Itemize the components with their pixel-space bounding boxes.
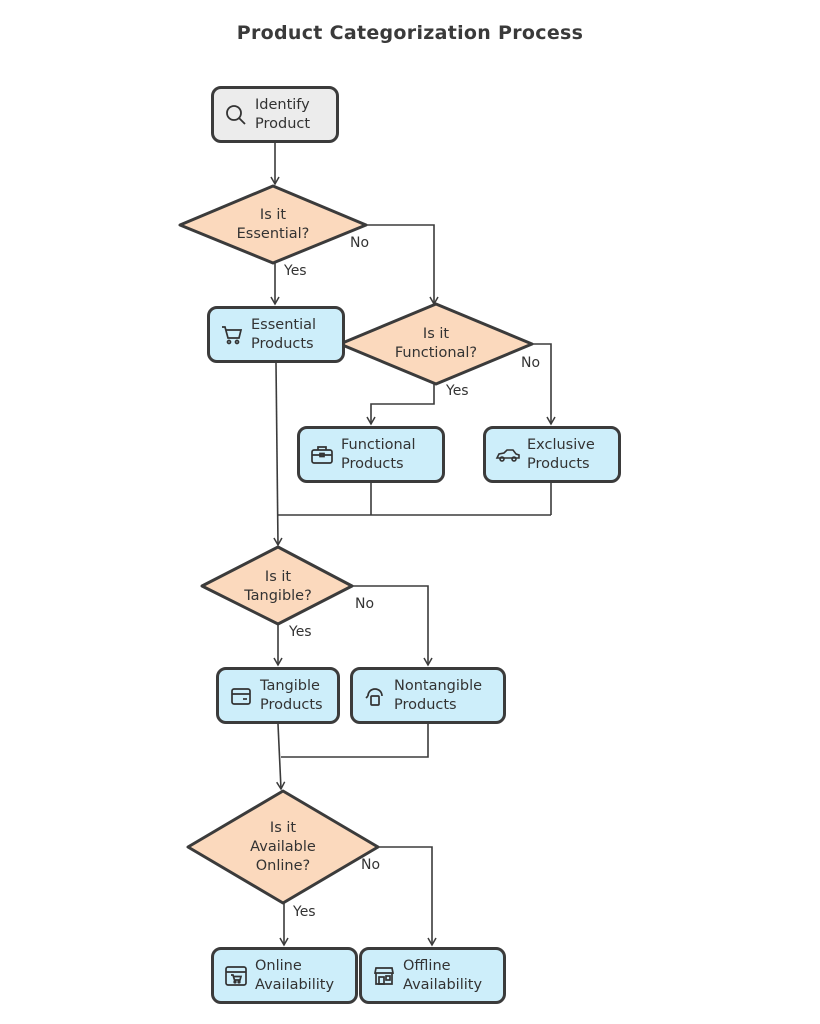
edge-label-essential-no: No <box>350 235 370 251</box>
node-nontangible-products: Nontangible Products <box>350 667 506 724</box>
node-label: Functional Products <box>341 436 416 472</box>
node-identify-product: Identify Product <box>211 86 339 143</box>
edge-label-tangible-no: No <box>355 596 375 612</box>
decision-functional-shape <box>338 302 534 386</box>
node-label: Essential Products <box>251 316 317 352</box>
edge-functional-yes <box>366 384 435 426</box>
node-label: Tangible Products <box>260 677 323 713</box>
node-label: Offline Availability <box>403 957 483 993</box>
edge-essential-products-down <box>273 362 283 547</box>
decision-essential-label: Is it Essential? <box>236 207 310 242</box>
node-label: Exclusive Products <box>527 436 595 472</box>
node-online-availability: Online Availability <box>211 947 358 1004</box>
browser-cart-icon <box>223 963 249 989</box>
edge-label-essential-yes: Yes <box>284 263 307 279</box>
edge-essential-no <box>366 224 439 306</box>
edge-label-online-yes: Yes <box>293 904 316 920</box>
decision-functional-label: Is it Functional? <box>394 326 478 361</box>
decision-tangible-shape <box>200 545 354 626</box>
storefront-icon <box>371 963 397 989</box>
node-exclusive-products: Exclusive Products <box>483 426 621 483</box>
edge-functional-no <box>532 343 556 426</box>
decision-essential-shape <box>178 184 368 265</box>
node-essential-products: Essential Products <box>207 306 345 363</box>
edge-label-tangible-yes: Yes <box>289 624 312 640</box>
edge-label-online-no: No <box>361 857 381 873</box>
decision-online-label: Is it Available Online? <box>250 820 316 874</box>
node-tangible-products: Tangible Products <box>216 667 340 724</box>
edge-tangible-products-down <box>276 723 286 791</box>
search-icon <box>223 102 249 128</box>
cart-icon <box>219 322 245 348</box>
edge-label-functional-no: No <box>521 355 541 371</box>
edge-nontangible-products-down <box>281 724 429 758</box>
briefcase-icon <box>309 442 335 468</box>
node-functional-products: Functional Products <box>297 426 445 483</box>
car-icon <box>495 442 521 468</box>
node-label: Identify Product <box>255 96 311 132</box>
node-offline-availability: Offline Availability <box>359 947 506 1004</box>
decision-tangible-label: Is it Tangible? <box>244 569 312 604</box>
diagram-title: Product Categorization Process <box>236 22 584 44</box>
edge-online-no <box>378 846 437 947</box>
cloud-icon <box>362 683 388 709</box>
node-label: Online Availability <box>255 957 335 993</box>
edge-tangible-no <box>352 585 433 667</box>
node-label: Nontangible Products <box>394 677 483 713</box>
box-icon <box>228 683 254 709</box>
decision-online-shape <box>186 789 380 905</box>
edge-label-functional-yes: Yes <box>446 383 469 399</box>
